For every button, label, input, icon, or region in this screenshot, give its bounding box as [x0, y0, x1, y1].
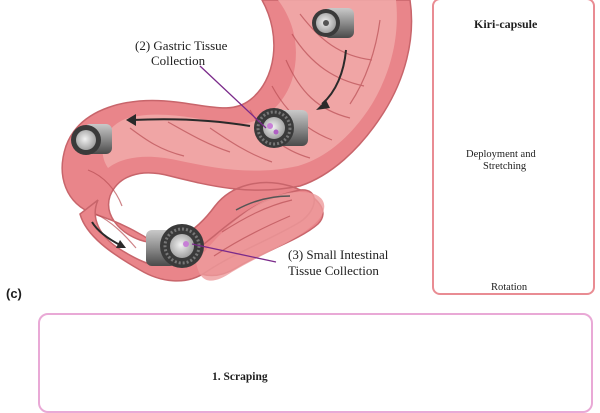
kiri-capsule-panel — [432, 0, 595, 295]
small-intestine-label-line2: Tissue Collection — [288, 263, 379, 279]
capsule-top — [312, 8, 354, 38]
small-intestine-label-line1: (3) Small Intestinal — [288, 247, 388, 263]
deployment-label-line1: Deployment and — [466, 149, 536, 160]
panel-c-label: (c) — [6, 286, 22, 301]
kiri-capsule-label: Kiri-capsule — [474, 17, 537, 32]
gastric-label-line1: (2) Gastric Tissue — [135, 38, 227, 54]
scraping-label: 1. Scraping — [212, 371, 268, 383]
capsule-small-intestine — [146, 224, 204, 268]
figure-canvas: (2) Gastric Tissue Collection (3) Small … — [0, 0, 600, 400]
gastric-label-line2: Collection — [151, 53, 205, 69]
stomach-illustration — [62, 0, 411, 281]
rotation-label: Rotation — [491, 282, 527, 293]
capsule-gastric — [254, 108, 308, 148]
panel-c-frame — [38, 313, 593, 413]
deployment-label-line2: Stretching — [483, 161, 526, 172]
capsule-left — [71, 124, 112, 155]
